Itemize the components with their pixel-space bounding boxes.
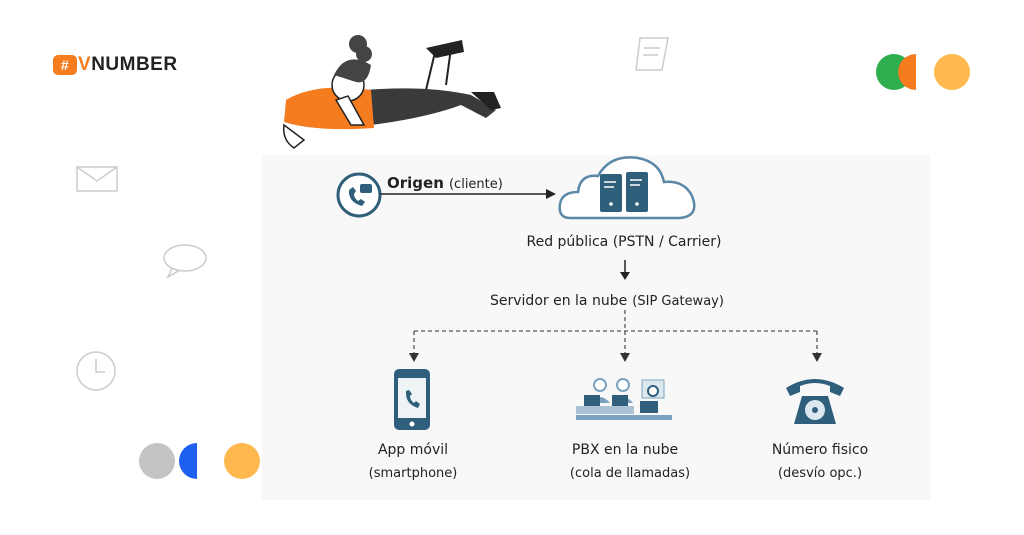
target-sub-pbx: (cola de llamadas): [569, 466, 691, 481]
target-label-app: App móvil: [377, 442, 449, 458]
document-icon: [635, 37, 669, 71]
chat-bubble-icon: [163, 244, 207, 279]
network-label: Red pública (PSTN / Carrier): [526, 234, 722, 250]
arrow-network-to-server: [620, 260, 630, 280]
person-illustration: [282, 35, 501, 149]
target-sub-app: (smartphone): [368, 466, 458, 481]
origin-label: Origen (cliente): [387, 174, 503, 192]
server-label: Servidor en la nube (SIP Gateway): [490, 293, 724, 309]
target-label-phone: Número fisico: [771, 442, 869, 458]
target-sub-phone: (desvío opc.): [777, 466, 863, 481]
arrow-origin-to-network: [380, 189, 556, 199]
decor-circles-bottom: [139, 443, 260, 479]
decor-circles-top: [876, 54, 970, 90]
call-center-icon: [576, 378, 672, 420]
desk-telephone-icon: [786, 379, 844, 424]
target-label-pbx: PBX en la nube: [571, 442, 679, 458]
phone-call-icon: [336, 172, 382, 218]
dashed-branch-connectors: [409, 310, 822, 362]
smartphone-icon: [394, 369, 430, 430]
cloud-server-icon: [558, 156, 696, 220]
clock-icon: [76, 351, 116, 391]
envelope-icon: [76, 166, 118, 192]
